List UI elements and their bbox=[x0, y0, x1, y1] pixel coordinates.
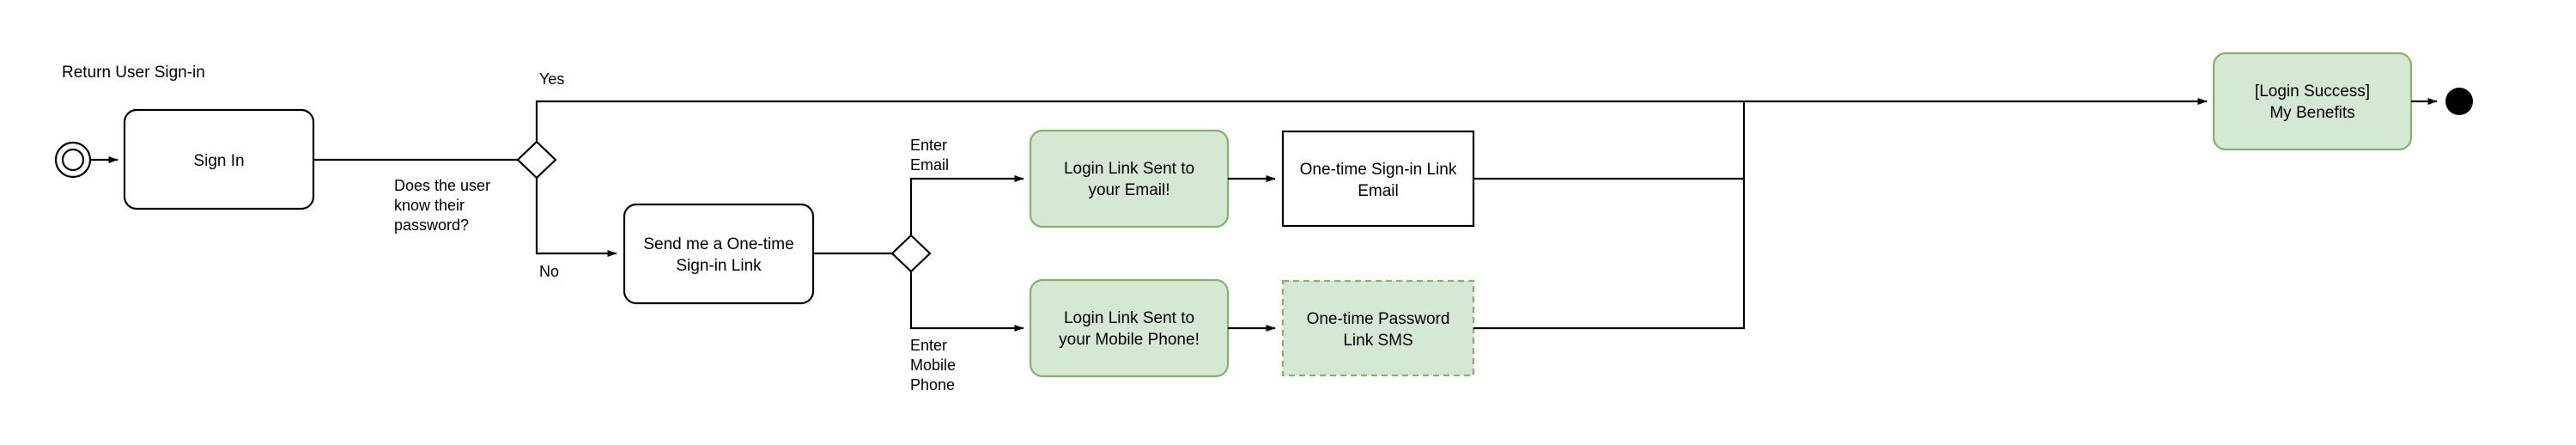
edge-label-yes: Yes bbox=[539, 70, 564, 88]
edge-label-enter-email-line-1: Enter bbox=[910, 137, 947, 154]
edge-label-enter-mobile-line-2: Mobile bbox=[910, 357, 956, 374]
send-link-label-line-1: Send me a One-time bbox=[643, 235, 793, 253]
edge-label-enter-email-line-2: Email bbox=[910, 156, 949, 174]
login-link-mobile-sent-box[interactable]: Login Link Sent to your Mobile Phone! bbox=[1029, 278, 1230, 378]
login-link-mobile-label-line-2: your Mobile Phone! bbox=[1059, 331, 1200, 349]
edge-label-enter-mobile-line-3: Phone bbox=[910, 376, 955, 393]
onetime-email-label-line-2: Email bbox=[1358, 182, 1399, 200]
onetime-sms-label-line-1: One-time Password bbox=[1307, 310, 1450, 328]
edge-label-enter-email: Enter Email bbox=[910, 137, 949, 174]
password-decision-label: Does the user know their password? bbox=[394, 177, 490, 234]
one-time-signin-link-email-box[interactable]: One-time Sign-in Link Email bbox=[1281, 130, 1475, 228]
login-success-label-line-1: [Login Success] bbox=[2255, 82, 2370, 101]
sign-in-box[interactable]: Sign In bbox=[123, 108, 315, 210]
edge-label-enter-mobile-line-1: Enter bbox=[910, 337, 947, 354]
login-success-my-benefits-box[interactable]: [Login Success] My Benefits bbox=[2212, 52, 2413, 151]
edge-enter-mobile bbox=[909, 271, 1024, 332]
onetime-email-label-line-1: One-time Sign-in Link bbox=[1300, 161, 1457, 179]
end-node[interactable] bbox=[2445, 88, 2473, 115]
login-link-email-label-line-1: Login Link Sent to bbox=[1064, 160, 1194, 178]
sign-in-label: Sign In bbox=[193, 152, 244, 170]
password-decision-diamond[interactable] bbox=[516, 140, 557, 180]
edge-onetime-sms-merge bbox=[1473, 179, 1746, 330]
send-link-label-line-2: Sign-in Link bbox=[676, 257, 762, 275]
password-decision-label-line-1: Does the user bbox=[394, 177, 490, 194]
onetime-sms-label-line-2: Link SMS bbox=[1343, 332, 1413, 350]
edge-onetime-email-merge bbox=[1473, 101, 1746, 180]
channel-decision-diamond[interactable] bbox=[890, 234, 932, 273]
edge-no-to-send-link bbox=[535, 178, 617, 257]
diagram-title: Return User Sign-in bbox=[62, 64, 205, 82]
edge-label-enter-mobile: Enter Mobile Phone bbox=[910, 337, 956, 393]
one-time-password-link-sms-box[interactable]: One-time Password Link SMS bbox=[1281, 279, 1475, 377]
password-decision-label-line-2: know their bbox=[394, 197, 465, 214]
password-decision-label-line-3: password? bbox=[394, 216, 469, 234]
login-success-label-line-2: My Benefits bbox=[2269, 104, 2354, 122]
start-node[interactable] bbox=[54, 141, 92, 179]
edge-label-no: No bbox=[539, 263, 559, 280]
edge-enter-email bbox=[909, 175, 1024, 235]
edge-yes-to-login-success bbox=[535, 98, 2208, 142]
login-link-email-label-line-2: your Email! bbox=[1088, 181, 1170, 199]
login-link-mobile-label-line-1: Login Link Sent to bbox=[1064, 309, 1194, 327]
login-link-email-sent-box[interactable]: Login Link Sent to your Email! bbox=[1029, 129, 1230, 229]
send-one-time-link-box[interactable]: Send me a One-time Sign-in Link bbox=[623, 203, 815, 305]
